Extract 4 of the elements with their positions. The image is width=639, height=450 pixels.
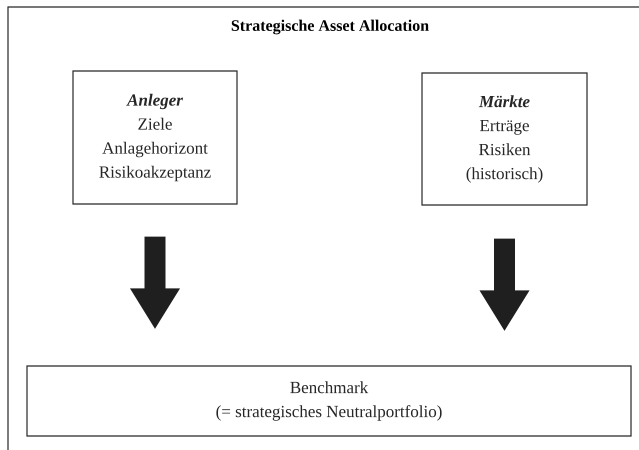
title: Strategische Asset Allocation xyxy=(232,20,429,34)
box: Benchmark (= strategisches Neutralportfolio) xyxy=(26,365,632,437)
box: Märkte Erträge Risiken (historisch) xyxy=(421,72,588,206)
box: Anleger Ziele Anlagehorizont Risikoakzeptanz xyxy=(72,70,238,205)
